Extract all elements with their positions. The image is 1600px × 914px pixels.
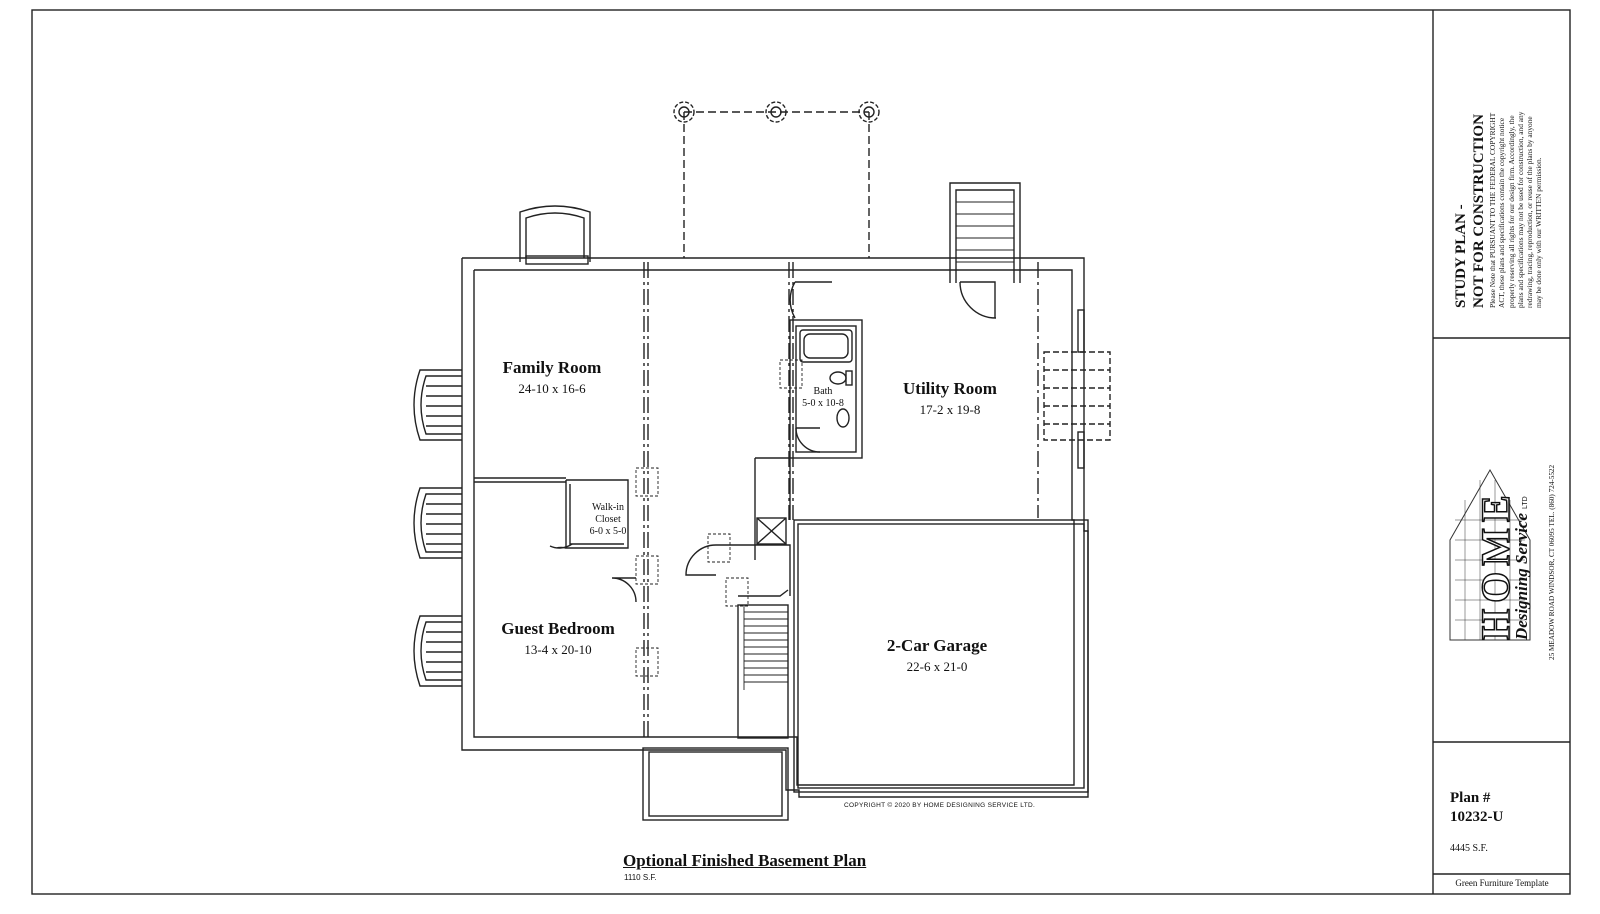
copyright-notice: Please Note that PURSUANT TO THE FEDERAL… [1488, 111, 1544, 308]
company-address: 25 MEADOW ROAD WINDSOR, CT 06095 TEL. (8… [1548, 464, 1556, 660]
window-well-top [519, 205, 591, 262]
window-well-left-3 [413, 615, 462, 687]
stair-run [737, 604, 789, 739]
utility-room-dims: 17-2 x 19-8 [919, 402, 981, 417]
guest-bedroom-dims: 13-4 x 20-10 [524, 642, 592, 657]
heading-line2: NOT FOR CONSTRUCTION [1471, 114, 1487, 308]
heading-line1: STUDY PLAN - [1453, 204, 1469, 308]
logo-graphic [1449, 468, 1531, 641]
window-well-left-1 [413, 369, 462, 441]
template-note: Green Furniture Template [1455, 878, 1549, 888]
closet-label-line1: Walk-in [592, 502, 624, 513]
family-room-name: Family Room [502, 358, 602, 377]
plan-number-label: Plan # [1450, 790, 1491, 806]
bath-name: Bath [813, 386, 833, 397]
study-plan-heading: STUDY PLAN - NOT FOR CONSTRUCTION [1452, 38, 1488, 308]
garage-slab [797, 523, 1085, 789]
closet-label-line2: Closet [595, 514, 621, 525]
copyright-note: COPYRIGHT © 2020 BY HOME DESIGNING SERVI… [844, 802, 1036, 809]
sheet-border [31, 9, 1571, 895]
window-well-left-2 [413, 487, 462, 559]
plan-title: Optional Finished Basement Plan [623, 851, 867, 870]
stoop [642, 747, 789, 821]
utility-room-name: Utility Room [903, 379, 997, 398]
bath-dims: 5-0 x 10-8 [802, 398, 844, 409]
plan-area: 1110 S.F. [624, 873, 657, 882]
bulkhead-stair [949, 182, 1021, 283]
total-area: 4445 S.F. [1450, 843, 1488, 854]
garage-dims: 22-6 x 21-0 [906, 659, 968, 674]
closet-dims: 6-0 x 5-0 [589, 526, 627, 537]
garage-name: 2-Car Garage [886, 636, 988, 655]
bath-enclosure [789, 319, 863, 459]
family-room-dims: 24-10 x 16-6 [518, 381, 586, 396]
logo-script: Designing Service LTD [1512, 496, 1531, 640]
plan-number: 10232-U [1450, 809, 1504, 825]
guest-bedroom-name: Guest Bedroom [501, 619, 615, 638]
